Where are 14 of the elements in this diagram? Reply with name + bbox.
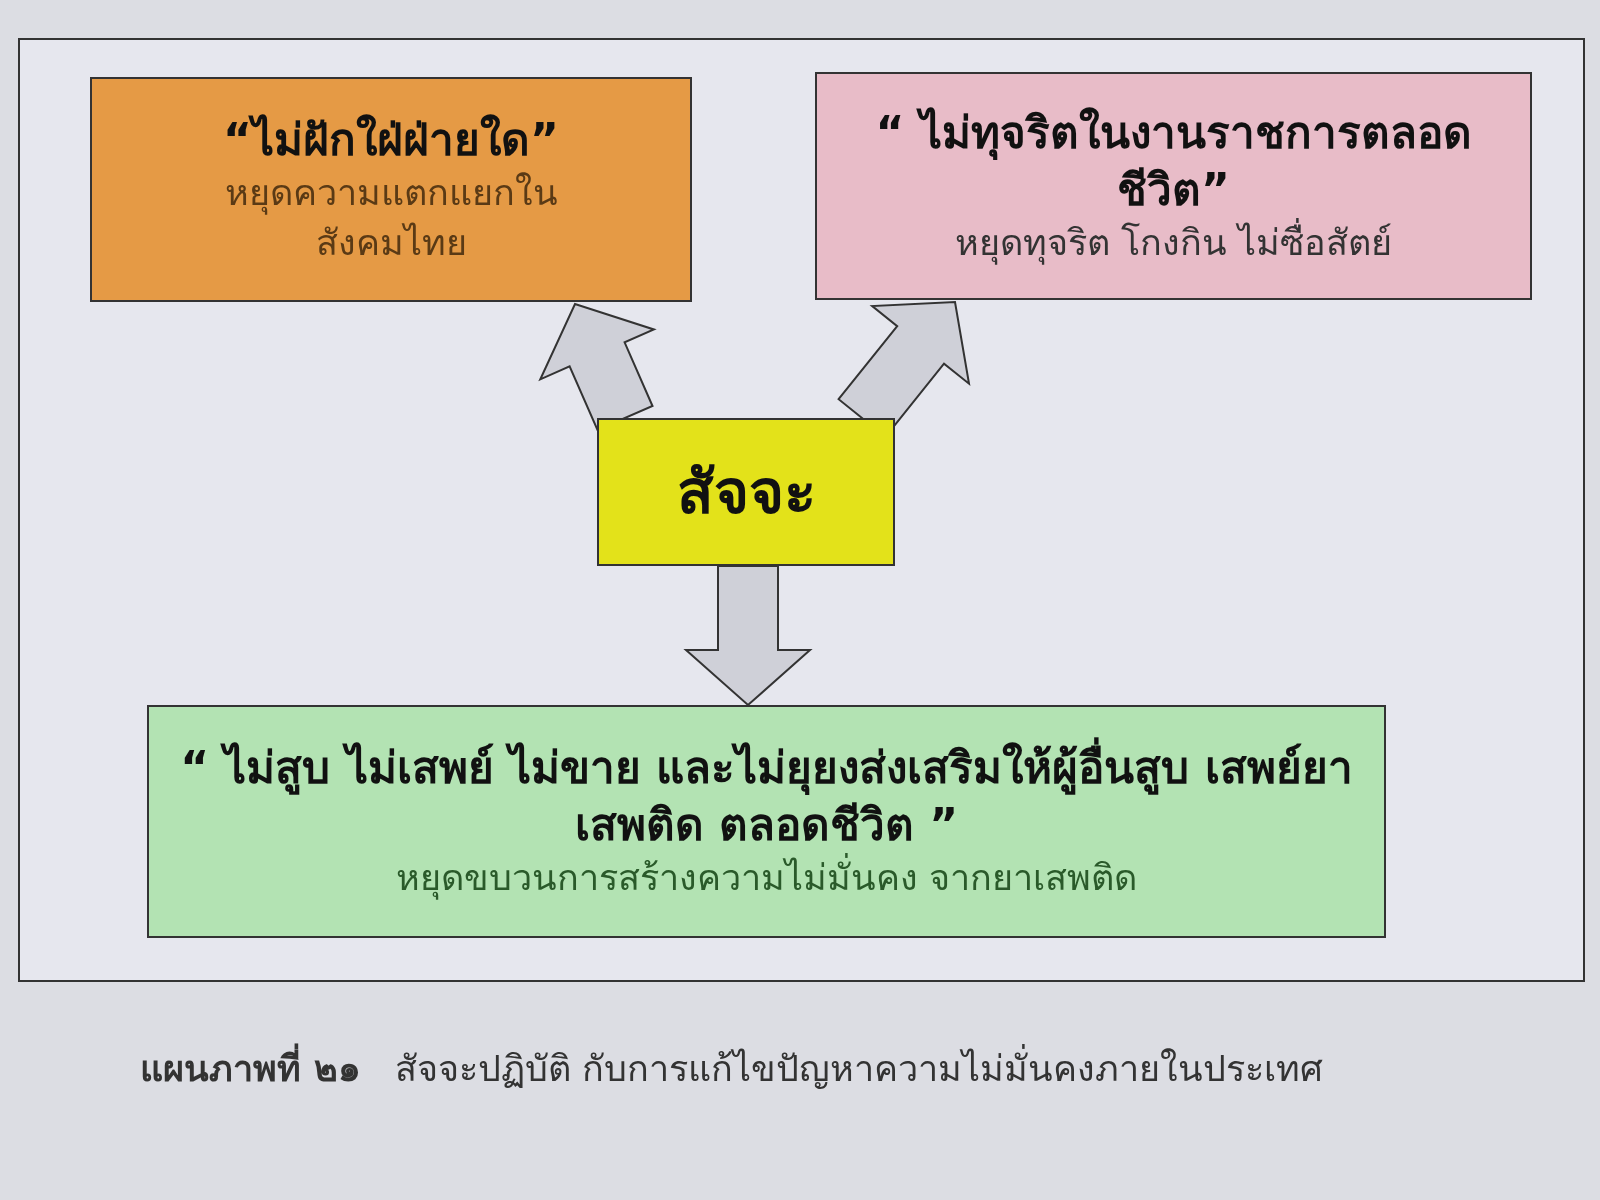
box-label: สัจจะ bbox=[676, 456, 816, 529]
heading-box bbox=[147, 705, 1386, 938]
center-box bbox=[597, 418, 895, 566]
caption: แผนภาพที่ ๒๑ สัจจะปฏิบัติ กับการแก้ไขปัญหาความไม่มั่นคงภายในประเทศ bbox=[140, 1040, 1560, 1097]
heading-box bbox=[90, 77, 692, 302]
subtitle-text: หยุดทุจริต โกงกิน ไม่ซื่อสัตย์ bbox=[954, 218, 1393, 269]
subtitle-text: หยุดความแตกแยกในสังคมไทย bbox=[223, 170, 559, 266]
heading-box bbox=[815, 72, 1532, 300]
heading-text: “ไม่ฝักใฝ่ฝ่ายใด” bbox=[223, 112, 559, 167]
heading-text: “ ไม่สูบ ไม่เสพย์ ไม่ขาย และไม่ยุยงส่งเสริมให้ผู้อื่นสูบ เสพย์ยาเสพติด ตลอดชีวิต ” bbox=[176, 739, 1357, 854]
block-arrow bbox=[538, 302, 657, 432]
subtitle-text: หยุดขบวนการสร้างความไม่มั่นคง จากยาเสพติด bbox=[395, 853, 1138, 904]
block-arrow bbox=[683, 565, 813, 707]
heading-text: “ ไม่ทุจริตในงานราชการตลอดชีวิต” bbox=[874, 105, 1473, 217]
